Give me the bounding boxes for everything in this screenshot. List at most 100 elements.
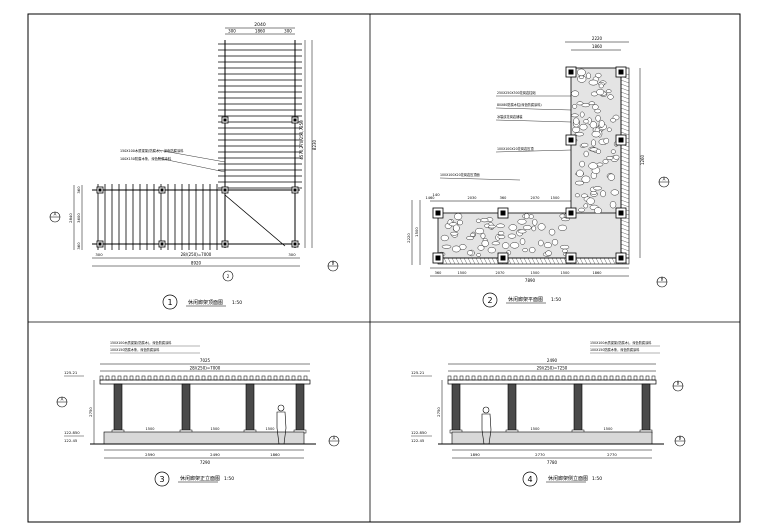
paving-stone bbox=[454, 213, 463, 220]
dim-bottom-part: 1500 bbox=[531, 271, 540, 275]
slat-end bbox=[147, 375, 152, 381]
dim-top-total: 2220 bbox=[592, 36, 603, 41]
slat-end bbox=[153, 375, 158, 381]
hatch-line bbox=[463, 257, 468, 265]
column-markers bbox=[96, 116, 299, 248]
human-figure bbox=[276, 404, 287, 445]
paving-stone bbox=[572, 126, 580, 133]
column-core bbox=[293, 118, 297, 122]
paving-stone bbox=[595, 72, 602, 78]
column-core bbox=[98, 188, 102, 192]
slat-end bbox=[561, 375, 566, 381]
slat-end bbox=[549, 375, 554, 381]
hatch-line bbox=[507, 257, 512, 265]
hatch-line bbox=[475, 257, 480, 265]
paving-stone bbox=[607, 173, 615, 181]
paving-stone bbox=[594, 207, 602, 214]
column-post bbox=[568, 255, 574, 261]
hatch-line bbox=[555, 257, 560, 265]
hatch-line bbox=[620, 247, 630, 252]
paving-stone bbox=[600, 190, 606, 198]
drawing-number-circle bbox=[162, 294, 178, 310]
slat-end bbox=[477, 375, 482, 381]
hatch-line bbox=[491, 257, 496, 265]
paving-stone bbox=[508, 224, 518, 231]
dim-bottom-part: 2590 bbox=[145, 452, 155, 457]
slat-end bbox=[525, 375, 530, 381]
hatch-line bbox=[559, 257, 564, 265]
leader-line bbox=[495, 119, 572, 123]
column-post bbox=[618, 255, 624, 261]
dim-bottom-total: 7290 bbox=[200, 460, 211, 465]
paving-stone bbox=[480, 232, 486, 239]
paving-stone bbox=[578, 207, 585, 213]
paving-stone bbox=[609, 201, 617, 209]
hatch-line bbox=[515, 257, 520, 265]
hatch-line bbox=[620, 235, 630, 240]
human-figure bbox=[481, 406, 492, 445]
panel-floor-plan: 2220 1860 1260 1500 2220 140 1460 2030 3… bbox=[406, 36, 670, 308]
hatch-line bbox=[543, 257, 548, 265]
paving-stone bbox=[595, 148, 601, 154]
section-marker-label: 2 bbox=[227, 274, 230, 279]
note-text: 80X80防腐木柱(深色防腐涂料) bbox=[497, 102, 542, 107]
paving-stone bbox=[517, 218, 527, 225]
paving-stone bbox=[517, 229, 527, 234]
slat-end bbox=[555, 375, 560, 381]
slat-end bbox=[615, 375, 620, 381]
slat-end bbox=[591, 375, 596, 381]
column-core bbox=[160, 242, 164, 246]
dim-bottom-part: 2070 bbox=[496, 271, 505, 275]
paving-stone bbox=[457, 219, 463, 226]
slat-end bbox=[513, 375, 518, 381]
dim-bottom-part: 360 bbox=[435, 271, 442, 275]
section-marker-label: B bbox=[332, 261, 335, 266]
roof-beam bbox=[99, 379, 311, 385]
paving-stone bbox=[592, 104, 599, 110]
crazy-paving-stones bbox=[437, 68, 620, 257]
drawing-title: 休闲廊架正立面图 bbox=[180, 475, 220, 482]
column-core bbox=[98, 242, 102, 246]
note-text: 250X250X300花岗岩柱础 bbox=[497, 90, 536, 95]
paving-stone bbox=[602, 159, 609, 164]
paving-stone bbox=[532, 218, 538, 226]
timber-post bbox=[181, 383, 191, 433]
hatch-line bbox=[620, 183, 630, 188]
paving-stone bbox=[581, 103, 590, 108]
slat-end bbox=[633, 375, 638, 381]
hatch-line bbox=[620, 95, 630, 100]
dim-bottom-part: 300 bbox=[95, 252, 103, 257]
slat-end bbox=[537, 375, 542, 381]
paving-stone bbox=[574, 132, 584, 137]
paving-stone bbox=[441, 244, 452, 249]
paving-stone bbox=[571, 90, 580, 97]
slat-end bbox=[483, 375, 488, 381]
column-post bbox=[500, 255, 506, 261]
paving-stone bbox=[497, 231, 505, 236]
dim-bottom-part: 300 bbox=[288, 252, 296, 257]
paving-stone bbox=[558, 224, 567, 231]
column-post bbox=[618, 137, 624, 143]
column-post bbox=[568, 137, 574, 143]
dim-left-part: 360 bbox=[76, 242, 81, 250]
hatch-line bbox=[620, 191, 630, 196]
dim-left-total: 2840 bbox=[68, 213, 73, 223]
dim-top-part: 1860 bbox=[592, 44, 603, 49]
drawing-title: 休闲廊架顶面图 bbox=[188, 299, 223, 306]
hatch-line bbox=[487, 257, 492, 265]
paving-stone bbox=[491, 241, 501, 246]
slat-end bbox=[303, 375, 308, 381]
paving-stone bbox=[477, 245, 485, 251]
roof-slat-ends bbox=[99, 375, 308, 381]
elevation-top: 125.21 bbox=[411, 370, 425, 375]
paving-stone bbox=[476, 253, 481, 257]
paving-stone bbox=[522, 248, 528, 253]
paving-stone bbox=[452, 245, 461, 253]
hatch-line bbox=[551, 257, 556, 265]
paving-stone bbox=[586, 197, 595, 205]
hatch-line bbox=[620, 231, 630, 236]
paving-stone bbox=[603, 137, 610, 144]
paving-stone bbox=[466, 236, 474, 240]
slat-end bbox=[531, 375, 536, 381]
